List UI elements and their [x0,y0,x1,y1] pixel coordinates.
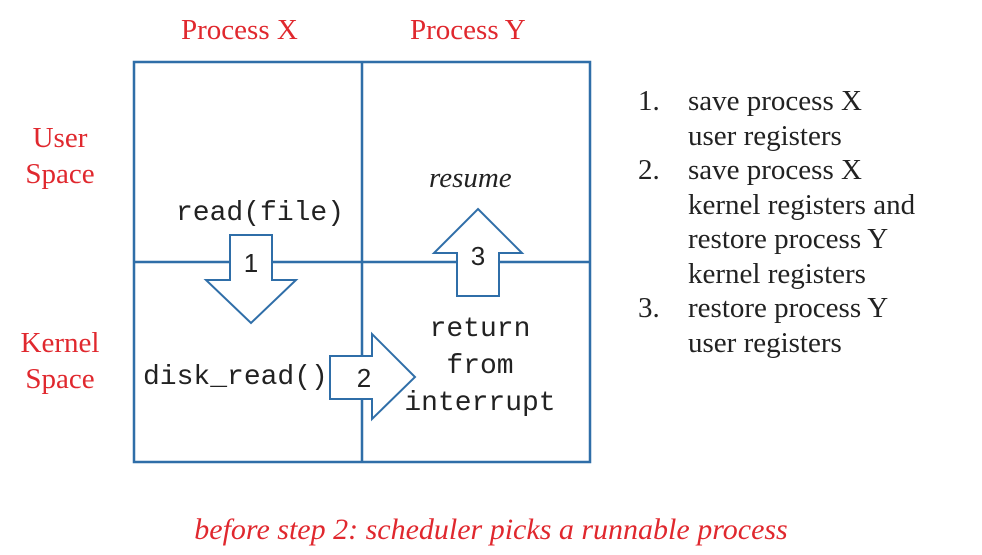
steps-list: 1. save process X user registers 2. save… [638,84,958,360]
row-header-user-space: User Space [0,120,125,192]
step-3-number: 3. [638,292,660,324]
row-header-kernel-line-1: Kernel [20,327,100,359]
step-2-number: 2. [638,154,660,186]
cell-user-x-read-file: read(file) [176,198,345,229]
row-header-user-line-1: User [32,122,88,154]
cell-user-y-resume: resume [429,162,512,194]
row-header-kernel-space: Kernel Space [0,325,125,397]
cell-kernel-x-disk-read: disk_read() [143,362,328,393]
step-1-number: 1. [638,85,660,117]
column-header-process-y: Process Y [410,14,526,46]
row-header-user-line-2: Space [25,158,95,190]
step-2-text: save process X kernel registers and rest… [688,154,916,290]
arrow-3-shape [431,207,525,297]
step-2: 2. save process X kernel registers and r… [638,153,958,291]
kernel-y-line-2: from [446,351,514,382]
row-header-kernel-line-2: Space [25,363,95,395]
step-1: 1. save process X user registers [638,84,958,153]
arrow-1-label: 1 [244,248,258,278]
step-3: 3. restore process Y user registers [638,291,958,360]
column-header-process-x: Process X [181,14,298,46]
arrow-2-shape [329,331,417,422]
cell-kernel-y-return-from-interrupt: return from interrupt [400,311,560,422]
step-3-text: restore process Y user registers [688,292,888,359]
kernel-y-line-1: return [429,314,531,345]
kernel-y-line-3: interrupt [404,388,556,419]
diagram-caption: before step 2: scheduler picks a runnabl… [194,513,788,546]
arrow-2-label: 2 [357,363,371,393]
step-1-text: save process X user registers [688,85,862,152]
arrow-3-label: 3 [471,241,485,271]
arrow-1-shape [203,234,299,325]
